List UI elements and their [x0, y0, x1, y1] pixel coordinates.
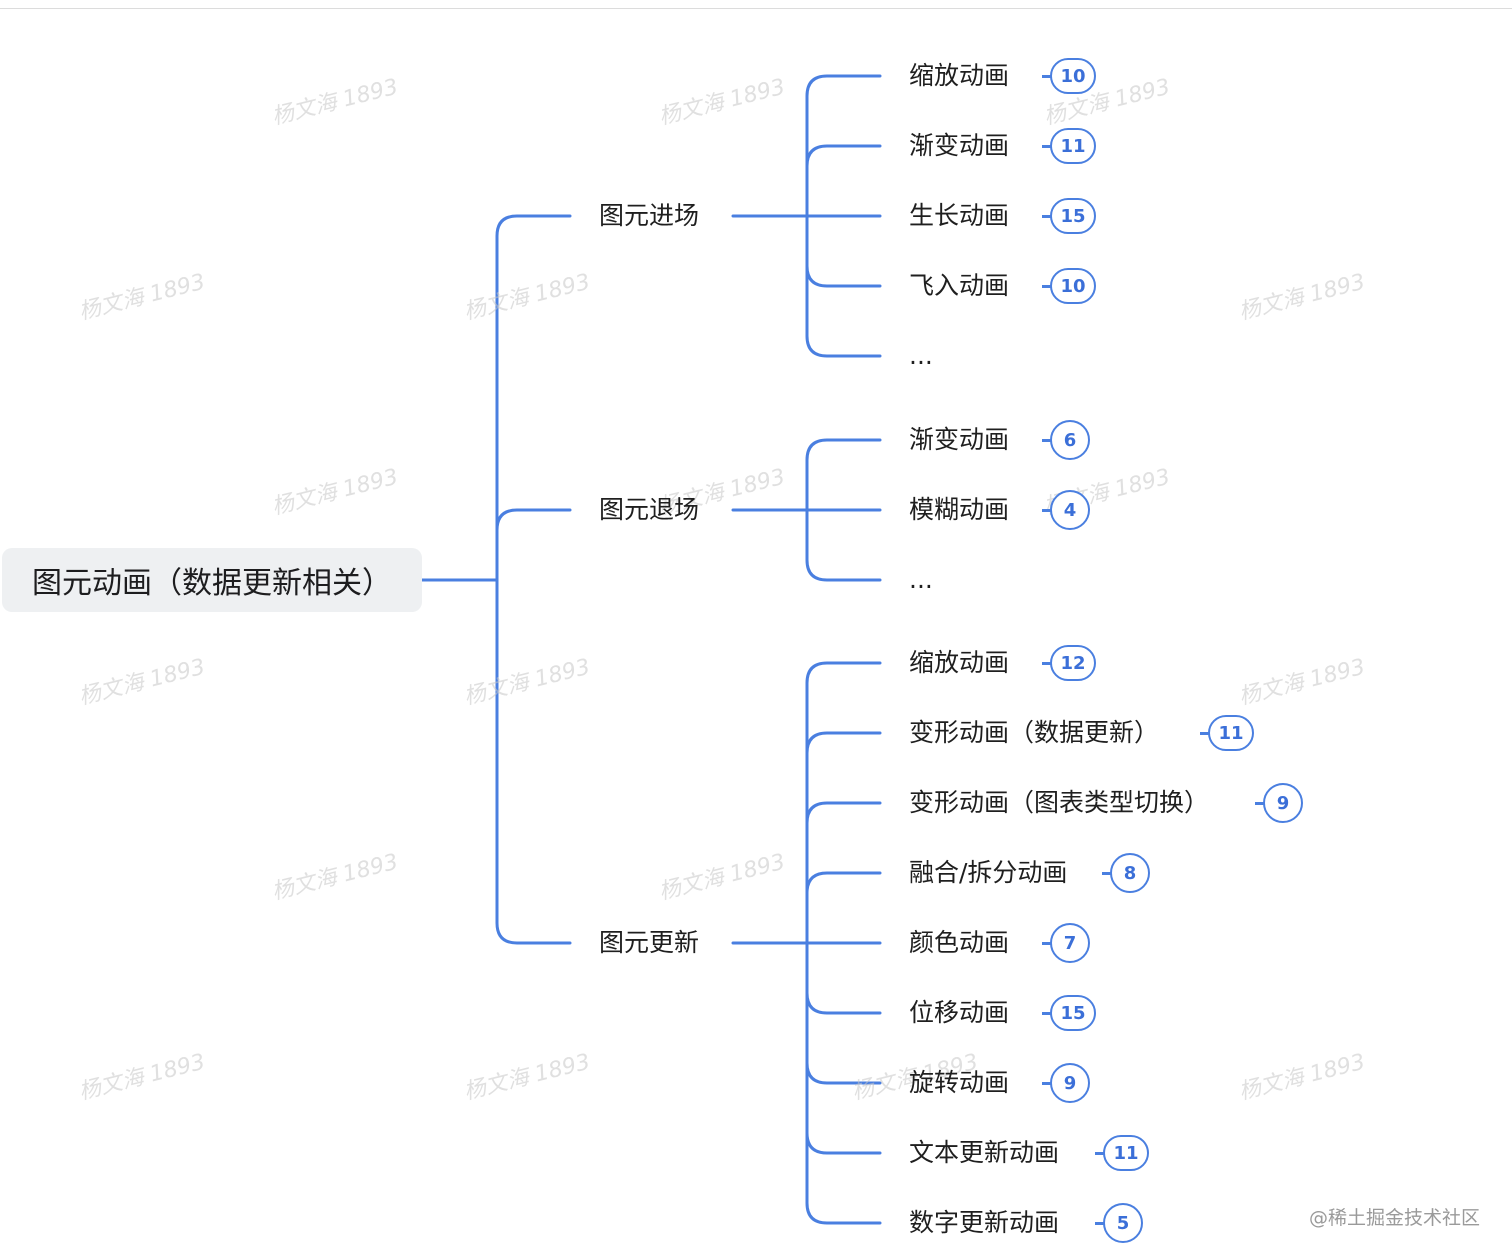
badge-connector [1042, 285, 1052, 288]
badge-connector [1042, 1012, 1052, 1015]
badge-connector [1095, 1222, 1105, 1225]
leaf-node[interactable]: 缩放动画 [909, 648, 1010, 677]
badge-connector [1042, 1082, 1052, 1085]
leaf-node[interactable]: 渐变动画 [909, 131, 1010, 160]
count-badge: 7 [1050, 923, 1090, 963]
badge-connector [1042, 942, 1052, 945]
leaf-node[interactable]: 渐变动画 [909, 425, 1010, 454]
count-badge: 9 [1263, 783, 1303, 823]
count-badge: 11 [1050, 128, 1096, 164]
leaf-node[interactable]: 位移动画 [909, 998, 1010, 1027]
badge-connector [1042, 662, 1052, 665]
site-credit: @稀土掘金技术社区 [1308, 1207, 1480, 1229]
branch-node-exit[interactable]: 图元退场 [599, 495, 700, 524]
badge-connector [1095, 1152, 1105, 1155]
badge-connector [1255, 802, 1265, 805]
count-badge: 5 [1103, 1203, 1143, 1243]
count-badge: 4 [1050, 490, 1090, 530]
badge-connector [1042, 75, 1052, 78]
leaf-node[interactable]: 变形动画（图表类型切换） [909, 788, 1210, 817]
count-badge: 9 [1050, 1063, 1090, 1103]
branch-connector-exit [495, 508, 572, 582]
branch-node-update[interactable]: 图元更新 [599, 928, 700, 957]
leaf-node[interactable]: 变形动画（数据更新） [909, 718, 1160, 747]
leaf-node[interactable]: ... [909, 341, 933, 370]
badge-connector [1042, 509, 1052, 512]
branch-connector-update [495, 578, 572, 945]
branch-connector-enter [495, 214, 572, 582]
leaf-node[interactable]: 缩放动画 [909, 61, 1010, 90]
count-badge: 10 [1050, 58, 1096, 94]
count-badge: 6 [1050, 420, 1090, 460]
badge-connector [1102, 872, 1112, 875]
leaf-node[interactable]: 数字更新动画 [909, 1208, 1060, 1237]
top-divider [0, 8, 1512, 9]
leaf-node[interactable]: 生长动画 [909, 201, 1010, 230]
badge-connector [1042, 145, 1052, 148]
count-badge: 15 [1050, 198, 1096, 234]
count-badge: 12 [1050, 645, 1096, 681]
branch-node-enter[interactable]: 图元进场 [599, 201, 700, 230]
badge-connector [1200, 732, 1210, 735]
leaf-node[interactable]: 文本更新动画 [909, 1138, 1060, 1167]
root-node[interactable]: 图元动画（数据更新相关） [2, 548, 422, 612]
count-badge: 11 [1103, 1135, 1149, 1171]
count-badge: 15 [1050, 995, 1096, 1031]
leaf-node[interactable]: 融合/拆分动画 [909, 858, 1068, 887]
leaf-node[interactable]: 模糊动画 [909, 495, 1010, 524]
count-badge: 8 [1110, 853, 1150, 893]
badge-connector [1042, 215, 1052, 218]
count-badge: 11 [1208, 715, 1254, 751]
leaf-node[interactable]: 飞入动画 [909, 271, 1010, 300]
leaf-node[interactable]: 颜色动画 [909, 928, 1010, 957]
leaf-node[interactable]: 旋转动画 [909, 1068, 1010, 1097]
root-label: 图元动画（数据更新相关） [32, 566, 392, 601]
count-badge: 10 [1050, 268, 1096, 304]
badge-connector [1042, 439, 1052, 442]
leaf-node[interactable]: ... [909, 565, 933, 594]
